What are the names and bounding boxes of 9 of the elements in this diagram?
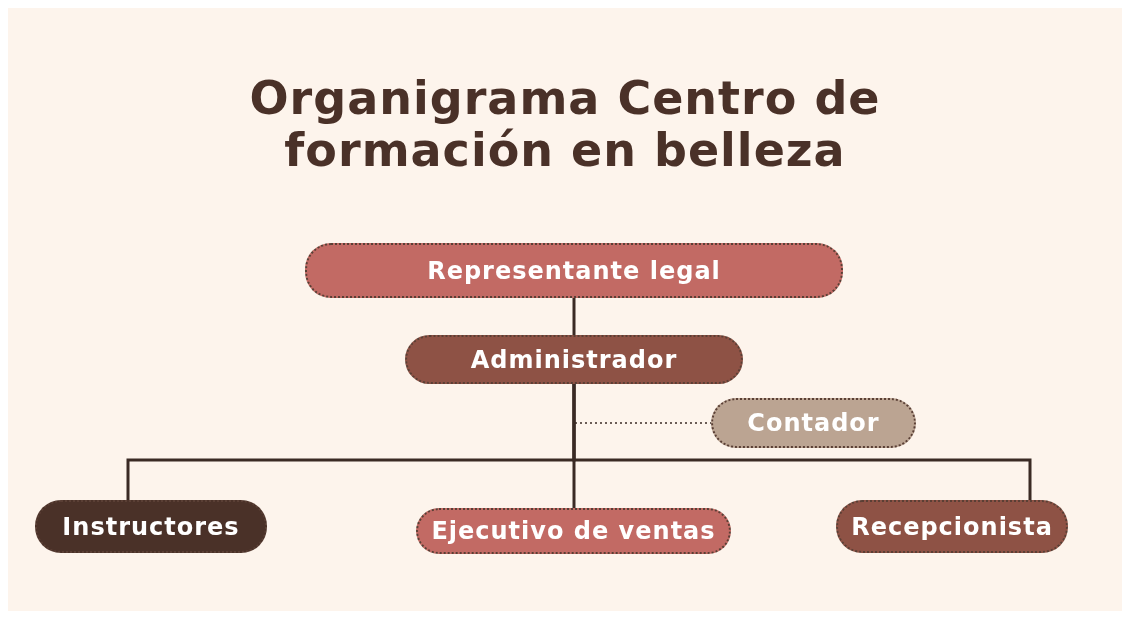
connector-line bbox=[572, 298, 576, 335]
role-box: Representante legal bbox=[305, 243, 843, 298]
role-box: Contador bbox=[711, 398, 916, 448]
role-box: Instructores bbox=[35, 500, 267, 553]
role-box: Ejecutivo de ventas bbox=[416, 508, 731, 554]
title: Organigrama Centro de formación en belleza bbox=[248, 72, 882, 176]
role-box: Recepcionista bbox=[836, 500, 1068, 553]
connector-line bbox=[572, 384, 1032, 500]
role-box: Administrador bbox=[405, 335, 743, 384]
